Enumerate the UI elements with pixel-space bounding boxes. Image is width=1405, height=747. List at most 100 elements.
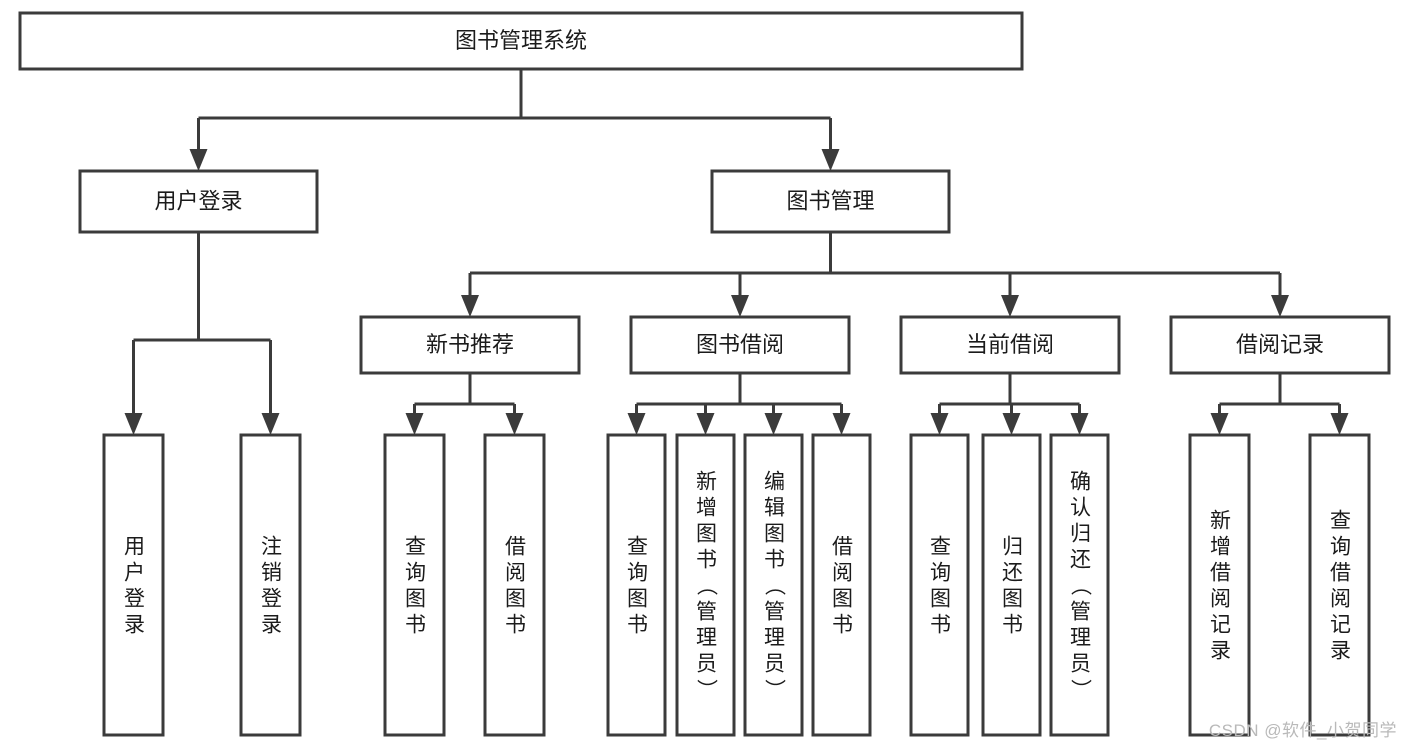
- node-label-char: 增: [1210, 535, 1231, 558]
- node-label: 用户登录: [154, 188, 242, 213]
- node-label-char: 增: [696, 496, 717, 519]
- node-label-char: 记: [1210, 613, 1231, 636]
- node-box: [811, 433, 872, 737]
- node-box: [981, 433, 1042, 737]
- node-leaf-user-login[interactable]: 用户登录: [102, 433, 165, 737]
- node-label-char: 图: [505, 587, 526, 610]
- node-label-char: 书: [405, 613, 426, 636]
- node-box: [606, 433, 667, 737]
- node-label-char: 图: [764, 522, 785, 545]
- node-label-char: 借: [1210, 561, 1231, 584]
- node-label-char: 新: [696, 470, 717, 493]
- node-label: 图书管理: [786, 188, 874, 213]
- node-label-char: 管: [696, 600, 717, 623]
- node-label-char: 询: [1330, 535, 1351, 558]
- arrow-head-book-manage: [821, 149, 840, 171]
- node-label-char: 图: [930, 587, 951, 610]
- node-label: 借阅记录: [1236, 332, 1324, 357]
- node-box: [359, 315, 581, 375]
- node-label-char: ）: [695, 679, 718, 700]
- node-label-char: 书: [764, 548, 785, 571]
- arrow-head-leaf-user-login: [124, 413, 143, 435]
- arrow-head-leaf-borrow-book-1: [505, 413, 524, 435]
- node-label-char: 确: [1070, 470, 1091, 493]
- node-label-char: 理: [764, 626, 785, 649]
- arrow-head-current-borrow: [1001, 295, 1019, 317]
- node-label-char: ）: [763, 679, 786, 700]
- csdn-watermark: CSDN @软件_小贺同学: [1208, 721, 1397, 740]
- node-label-char: 图: [832, 587, 853, 610]
- node-box: [675, 433, 736, 737]
- node-label-char: 归: [1002, 535, 1023, 558]
- node-label-char: （: [1069, 575, 1092, 596]
- node-label-char: 管: [764, 600, 785, 623]
- node-label-char: 询: [405, 561, 426, 584]
- node-label-char: 理: [1070, 626, 1091, 649]
- node-label-char: 书: [696, 548, 717, 571]
- node-box: [1188, 433, 1251, 737]
- arrow-head-book-borrow: [731, 295, 749, 317]
- node-label-char: 理: [696, 626, 717, 649]
- node-borrow-record[interactable]: 借阅记录: [1169, 315, 1391, 375]
- node-label-char: 借: [1330, 561, 1351, 584]
- node-label-char: 书: [1002, 613, 1023, 636]
- node-label: 新书推荐: [426, 332, 514, 357]
- node-box: [483, 433, 546, 737]
- node-label-char: 图: [405, 587, 426, 610]
- node-label-char: 图: [1002, 587, 1023, 610]
- node-label-char: 查: [1330, 509, 1351, 532]
- node-new-book-rec[interactable]: 新书推荐: [359, 315, 581, 375]
- node-label-char: 辑: [764, 496, 785, 519]
- node-box: [18, 11, 1024, 71]
- node-label-char: 员: [1070, 652, 1091, 675]
- node-root[interactable]: 图书管理系统: [18, 11, 1024, 71]
- node-label-char: 登: [261, 587, 282, 610]
- node-label-char: 用: [124, 535, 145, 558]
- node-box: [1049, 433, 1110, 737]
- node-label-char: 询: [627, 561, 648, 584]
- node-label-char: （: [695, 575, 718, 596]
- node-label-char: 员: [696, 652, 717, 675]
- node-label-char: 阅: [505, 561, 526, 584]
- node-label-char: 记: [1330, 613, 1351, 636]
- node-label-char: 书: [505, 613, 526, 636]
- arrow-head-borrow-record: [1271, 295, 1289, 317]
- node-box: [239, 433, 302, 737]
- arrow-head-leaf-add-record: [1210, 413, 1229, 435]
- node-label-char: 书: [832, 613, 853, 636]
- node-label-char: 图: [696, 522, 717, 545]
- node-book-borrow[interactable]: 图书借阅: [629, 315, 851, 375]
- node-current-borrow[interactable]: 当前借阅: [899, 315, 1121, 375]
- node-box: [909, 433, 970, 737]
- node-box: [78, 169, 319, 234]
- node-label-char: 图: [627, 587, 648, 610]
- node-label-char: 查: [627, 535, 648, 558]
- arrow-head-new-book-rec: [461, 295, 479, 317]
- node-label-char: 书: [627, 613, 648, 636]
- node-label-char: 注: [261, 535, 282, 558]
- node-label-char: （: [763, 575, 786, 596]
- node-label-char: 认: [1070, 496, 1091, 519]
- arrow-head-leaf-borrow-book-2: [832, 413, 851, 435]
- arrow-head-leaf-return-book: [1002, 413, 1021, 435]
- arrow-head-leaf-add-book: [696, 413, 715, 435]
- node-label-char: 录: [261, 613, 282, 636]
- nodes-layer: 图书管理系统用户登录图书管理新书推荐图书借阅当前借阅借阅记录用户登录注销登录查询…: [18, 11, 1391, 737]
- node-user-login[interactable]: 用户登录: [78, 169, 319, 234]
- arrow-head-leaf-edit-book: [764, 413, 783, 435]
- node-label-char: 阅: [832, 561, 853, 584]
- node-book-manage[interactable]: 图书管理: [710, 169, 951, 234]
